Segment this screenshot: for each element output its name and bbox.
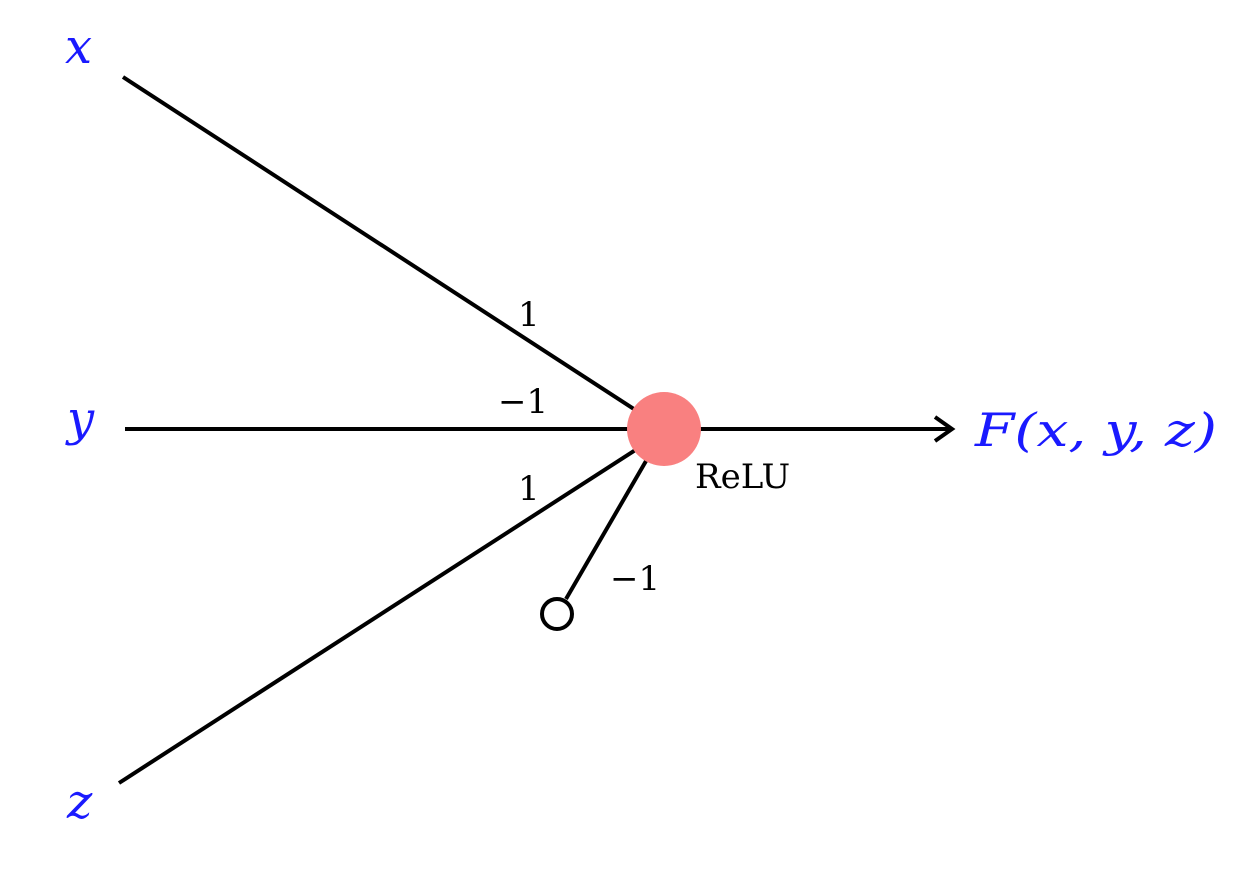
node-label: ReLU	[695, 457, 790, 497]
output-arrowhead	[933, 415, 956, 443]
input-label-y: y	[65, 391, 95, 447]
relu-node	[627, 392, 701, 466]
weight-label-x: 1	[518, 295, 540, 335]
edge-bias	[564, 459, 648, 601]
weight-label-bias: −1	[610, 559, 660, 599]
edge-z	[117, 445, 642, 785]
input-label-z: z	[66, 774, 93, 830]
bias-terminal	[540, 597, 574, 631]
output-label: F(x, y, z)	[974, 403, 1217, 457]
weight-label-y: −1	[498, 382, 548, 422]
weight-label-z: 1	[518, 469, 540, 509]
edge-x	[121, 75, 642, 415]
input-label-x: x	[65, 19, 92, 75]
